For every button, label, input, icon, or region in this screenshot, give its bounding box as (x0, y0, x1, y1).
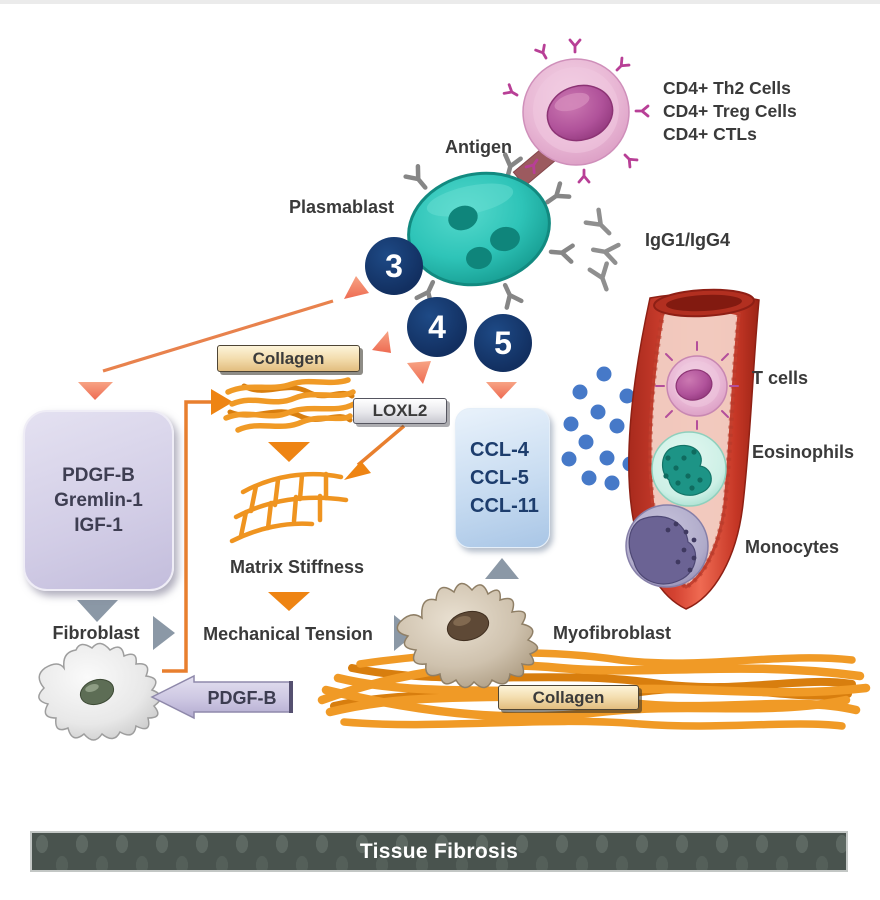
cd4-th2-label: CD4+ Th2 Cells (663, 78, 791, 98)
pdgfb-arrow-label: PDGF-B (207, 688, 277, 708)
down-arrow-to-crosslink (268, 442, 310, 462)
collagen-fibers-icon (223, 377, 357, 433)
igg-label: IgG1/IgG4 (645, 230, 731, 250)
matrix-stiffness-label: Matrix Stiffness (229, 557, 365, 577)
antigen-label: Antigen (445, 137, 512, 157)
top-border-strip (0, 0, 880, 4)
cd4-cells-label: CD4+ Th2 Cells CD4+ Treg Cells CD4+ CTLs (663, 77, 797, 146)
myofibroblast-label: Myofibroblast (553, 623, 672, 643)
factor-gremlin1: Gremlin-1 (54, 490, 143, 511)
ccl-box: CCL-4 CCL-5 CCL-11 (455, 408, 550, 548)
crosslinked-collagen-icon (229, 471, 349, 544)
factor-igf1: IGF-1 (74, 515, 123, 536)
fibroblast-label: Fibroblast (52, 623, 140, 643)
cd4-ctl-label: CD4+ CTLs (663, 124, 757, 144)
ccl11-label: CCL-11 (470, 495, 539, 517)
vessel-eosinophil-icon (651, 431, 727, 507)
step3-to-factors-line (78, 276, 369, 400)
plasmablast-label: Plasmablast (288, 197, 394, 217)
step-4-badge: 4 (407, 297, 467, 357)
collagen-bottom-box: Collagen (498, 685, 639, 710)
blood-vessel-icon (625, 288, 760, 610)
loxl2-arrow (344, 424, 406, 480)
vessel-monocyte-icon (625, 504, 709, 588)
down-arrow-to-tension (268, 592, 310, 611)
t-cells-label: T cells (752, 368, 809, 388)
myofibroblast-cell-icon (396, 582, 539, 689)
fibroblast-cell-icon (38, 642, 162, 741)
collagen-matrix-icon (317, 649, 871, 730)
fibroblast-collagen-path (162, 389, 233, 673)
step-5-badge: 5 (474, 314, 532, 372)
step-arrowheads (372, 331, 517, 399)
mechanical-tension-label: Mechanical Tension (203, 624, 373, 644)
vessel-tcell-icon (655, 341, 739, 430)
factors-box: PDGF-B Gremlin-1 IGF-1 (23, 410, 174, 591)
loxl2-box: LOXL2 (353, 398, 447, 424)
plasmablast-cell-icon (403, 152, 575, 310)
cd4-tcell-icon (502, 38, 650, 184)
ccl5-label: CCL-5 (470, 467, 529, 489)
igg-antibody-icons (583, 207, 621, 292)
ccl4-label: CCL-4 (470, 439, 529, 461)
tissue-fibrosis-banner: Tissue Fibrosis (30, 831, 848, 872)
factor-pdgfb: PDGF-B (62, 465, 135, 486)
collagen-top-box: Collagen (217, 345, 360, 372)
cd4-treg-label: CD4+ Treg Cells (663, 101, 797, 121)
pdgfb-arrow-shape (150, 674, 293, 720)
banner-title: Tissue Fibrosis (359, 839, 519, 863)
eosinophils-label: Eosinophils (752, 442, 855, 462)
step-3-badge: 3 (365, 237, 423, 295)
monocytes-label: Monocytes (745, 537, 840, 557)
